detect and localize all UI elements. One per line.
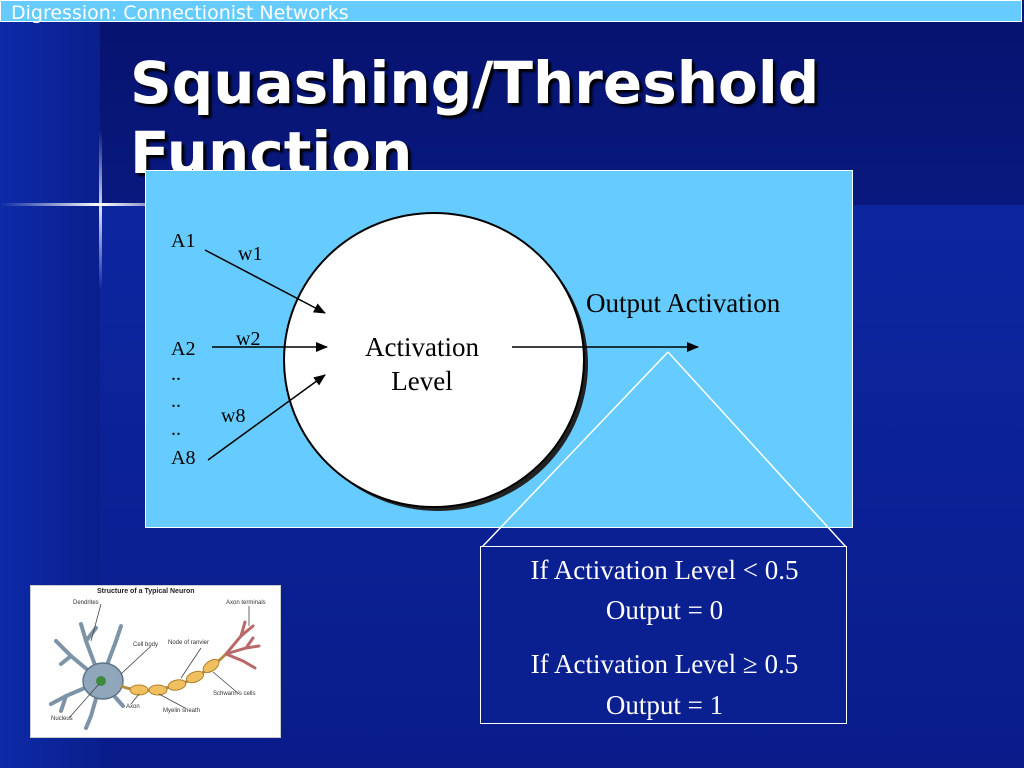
input-ellipsis-1: .. bbox=[171, 363, 181, 385]
title-line-1: Squashing/Threshold bbox=[130, 49, 820, 117]
sparkle-vertical bbox=[99, 130, 102, 290]
input-label-a8: A8 bbox=[171, 447, 196, 469]
input-arrow-a8 bbox=[207, 374, 326, 461]
neuron-label-axon-terminals: Axon terminals bbox=[226, 600, 266, 606]
activation-node-line-1: Activation bbox=[365, 332, 479, 362]
input-ellipsis-3: .. bbox=[171, 418, 181, 440]
activation-node-label: Activation Level bbox=[334, 330, 510, 398]
neuron-label-axon: Axon bbox=[126, 704, 140, 710]
neuron-label-schwanns-cells: Schwann's cells bbox=[213, 691, 256, 697]
neuron-structure-figure: Structure of a Typical Neuron Dendrites … bbox=[30, 585, 281, 738]
input-arrow-a1 bbox=[204, 249, 326, 314]
output-activation-label: Output Activation bbox=[586, 288, 781, 318]
header-bar: Digression: Connectionist Networks bbox=[0, 0, 1022, 24]
neuron-label-myelin-sheath: Myelin sheath bbox=[163, 708, 201, 714]
input-ellipsis-2: .. bbox=[171, 390, 181, 412]
neuron-label-cell-body: Cell body bbox=[133, 642, 159, 648]
activation-node-circle bbox=[283, 212, 585, 508]
neuron-illustration bbox=[49, 603, 261, 730]
rule-2-output: Output = 1 bbox=[605, 690, 724, 720]
rule-2-condition: If Activation Level ≥ 0.5 bbox=[530, 649, 799, 679]
rule-1-output: Output = 0 bbox=[605, 595, 724, 625]
header-text: Digression: Connectionist Networks bbox=[11, 2, 349, 24]
rule-1-condition: If Activation Level < 0.5 bbox=[530, 555, 799, 585]
weight-label-w2: w2 bbox=[236, 328, 261, 350]
callout-line-right bbox=[667, 351, 847, 548]
neuron-label-node-of-ranvier: Node of ranvier bbox=[168, 640, 210, 646]
neuron-figure-title: Structure of a Typical Neuron bbox=[97, 588, 195, 595]
input-label-a2: A2 bbox=[171, 338, 196, 360]
neuron-label-dendrites: Dendrites bbox=[73, 600, 99, 606]
callout-line-left bbox=[481, 351, 669, 548]
weight-label-w1: w1 bbox=[238, 243, 263, 265]
neuron-label-nucleus: Nucleus bbox=[51, 716, 73, 722]
activation-node-line-2: Level bbox=[391, 366, 453, 396]
sparkle-horizontal bbox=[0, 203, 200, 206]
threshold-rules-box: If Activation Level < 0.5 Output = 0 If … bbox=[480, 546, 847, 724]
input-label-a1: A1 bbox=[171, 230, 196, 252]
weight-label-w8: w8 bbox=[221, 405, 246, 427]
